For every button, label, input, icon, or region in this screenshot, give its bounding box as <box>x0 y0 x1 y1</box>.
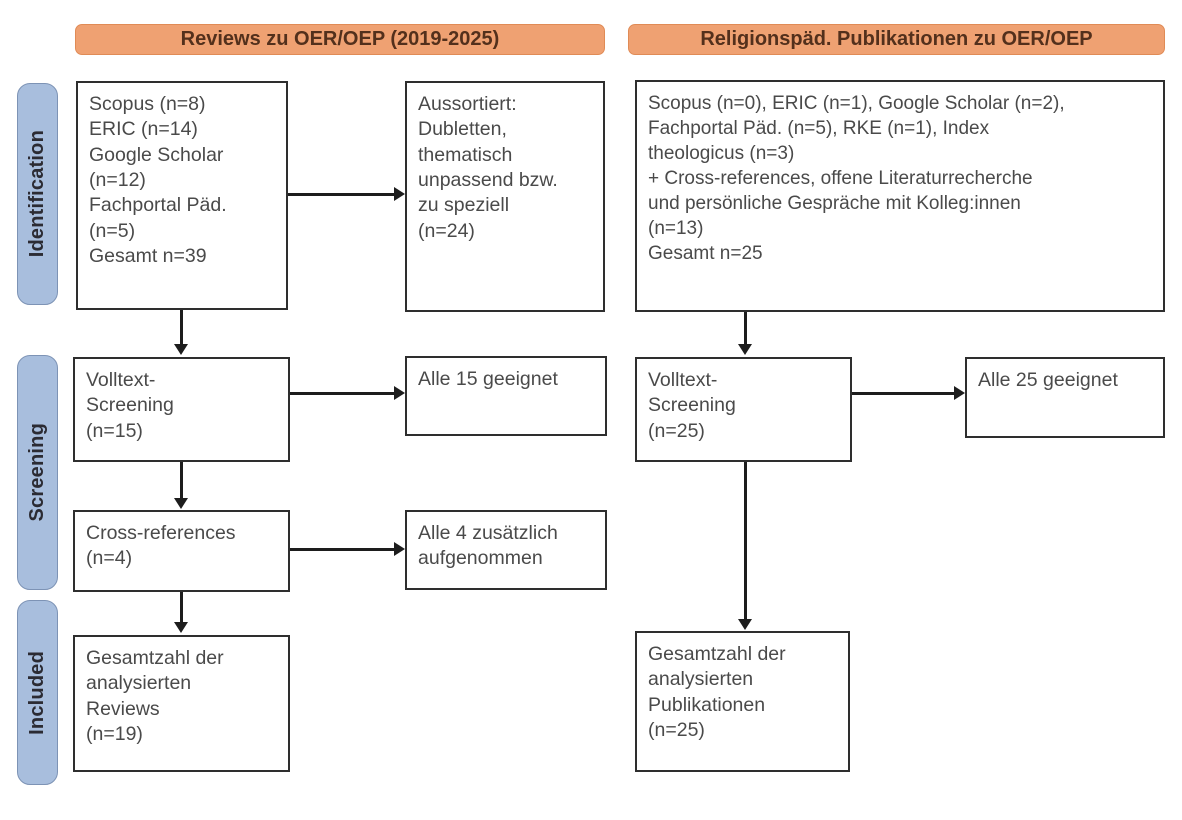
box-left-excluded: Aussortiert: Dubletten, thematisch unpas… <box>405 81 605 312</box>
phase-pill-screening: Screening <box>17 355 58 590</box>
box-left-crossrefs-added-text: Alle 4 zusätzlich aufgenommen <box>418 522 558 570</box>
box-left-included-text: Gesamtzahl der analysierten Reviews (n=1… <box>86 647 224 746</box>
box-left-fulltext-screening-text: Volltext- Screening (n=15) <box>86 369 174 442</box>
arrowhead-left-ident-to-screening <box>174 344 188 355</box>
box-left-identification: Scopus (n=8) ERIC (n=14) Google Scholar … <box>76 81 288 310</box>
box-left-screening-eligible: Alle 15 geeignet <box>405 356 607 436</box>
arrowhead-right-screening-to-eligible <box>954 386 965 400</box>
box-right-fulltext-screening-text: Volltext- Screening (n=25) <box>648 369 736 442</box>
phase-label-included: Included <box>26 650 48 735</box>
phase-label-identification: Identification <box>26 130 48 258</box>
column-header-publikationen-text: Religionspäd. Publikationen zu OER/OEP <box>700 28 1093 50</box>
box-left-screening-eligible-text: Alle 15 geeignet <box>418 368 558 390</box>
connector-left-screening-to-eligible <box>290 392 394 395</box>
box-right-included: Gesamtzahl der analysierten Publikatione… <box>635 631 850 772</box>
box-left-excluded-text: Aussortiert: Dubletten, thematisch unpas… <box>418 93 558 242</box>
box-right-fulltext-screening: Volltext- Screening (n=25) <box>635 357 852 462</box>
box-left-fulltext-screening: Volltext- Screening (n=15) <box>73 357 290 462</box>
arrowhead-right-screening-to-included <box>738 619 752 630</box>
phase-label-screening: Screening <box>26 423 48 522</box>
box-left-crossrefs-added: Alle 4 zusätzlich aufgenommen <box>405 510 607 590</box>
connector-right-screening-to-eligible <box>852 392 954 395</box>
box-right-screening-eligible: Alle 25 geeignet <box>965 357 1165 438</box>
box-left-included: Gesamtzahl der analysierten Reviews (n=1… <box>73 635 290 772</box>
arrowhead-right-ident-to-screening <box>738 344 752 355</box>
arrowhead-left-screening-to-eligible <box>394 386 405 400</box>
arrowhead-left-crossrefs-to-included <box>174 622 188 633</box>
connector-right-ident-to-screening <box>744 312 747 346</box>
connector-right-screening-to-included <box>744 462 747 622</box>
box-left-crossrefs-text: Cross-references (n=4) <box>86 522 236 570</box>
box-left-crossrefs: Cross-references (n=4) <box>73 510 290 592</box>
arrowhead-left-screening-to-crossrefs <box>174 498 188 509</box>
connector-left-ident-to-screening <box>180 310 183 346</box>
arrowhead-left-crossrefs-to-added <box>394 542 405 556</box>
box-right-identification: Scopus (n=0), ERIC (n=1), Google Scholar… <box>635 80 1165 312</box>
column-header-publikationen: Religionspäd. Publikationen zu OER/OEP <box>628 24 1165 55</box>
box-right-identification-text: Scopus (n=0), ERIC (n=1), Google Scholar… <box>648 93 1065 265</box>
connector-left-crossrefs-to-included <box>180 592 183 624</box>
column-header-reviews: Reviews zu OER/OEP (2019-2025) <box>75 24 605 55</box>
connector-left-ident-to-excluded <box>288 193 394 196</box>
phase-pill-included: Included <box>17 600 58 785</box>
column-header-reviews-text: Reviews zu OER/OEP (2019-2025) <box>180 28 500 50</box>
connector-left-screening-to-crossrefs <box>180 462 183 500</box>
arrowhead-left-ident-to-excluded <box>394 187 405 201</box>
box-left-identification-text: Scopus (n=8) ERIC (n=14) Google Scholar … <box>89 93 227 268</box>
box-right-included-text: Gesamtzahl der analysierten Publikatione… <box>648 643 786 742</box>
box-right-screening-eligible-text: Alle 25 geeignet <box>978 369 1118 391</box>
phase-pill-identification: Identification <box>17 83 58 305</box>
connector-left-crossrefs-to-added <box>290 548 394 551</box>
